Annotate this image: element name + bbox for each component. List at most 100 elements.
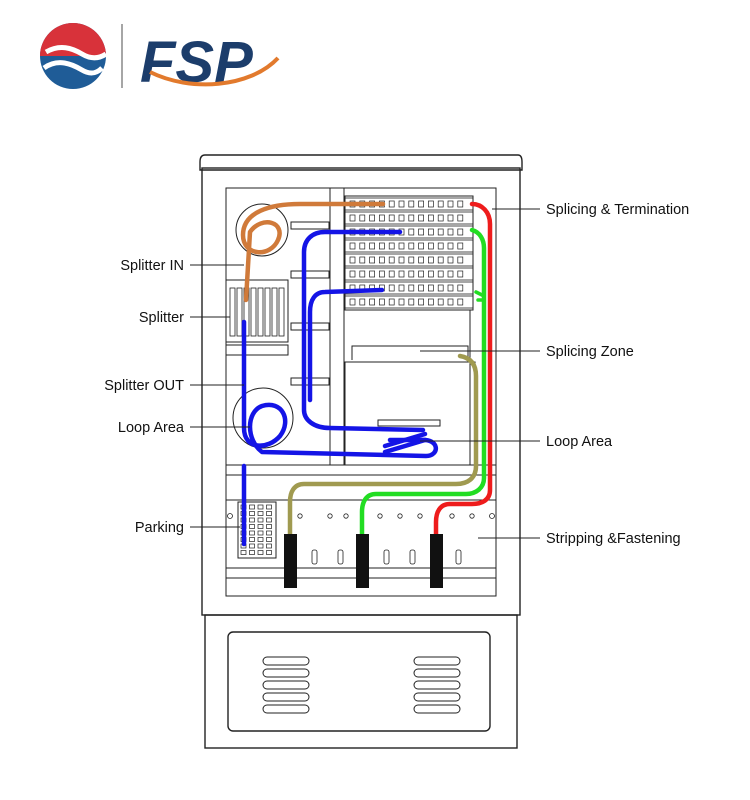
fastening-slot: [455, 549, 462, 565]
adapter-port: [408, 228, 415, 236]
adapter-port: [408, 214, 415, 222]
splitter-slot: [264, 287, 271, 337]
adapter-port: [359, 270, 366, 278]
adapter-port: [447, 270, 454, 278]
adapter-port: [428, 200, 434, 208]
splitter-slot: [236, 287, 243, 337]
label-loop-area-right: Loop Area: [546, 434, 613, 450]
loop-reels: [232, 203, 294, 449]
cable-olive: [287, 353, 479, 539]
adapter-port: [457, 284, 464, 292]
parking-port: [266, 524, 272, 529]
parking-port: [257, 550, 264, 555]
parking-port: [249, 524, 255, 529]
parking-port: [249, 537, 255, 542]
adapter-port: [418, 242, 424, 250]
adapter-port: [379, 214, 385, 222]
fastening-slot: [383, 549, 390, 565]
adapter-port: [349, 298, 356, 306]
adapter-row: [344, 211, 474, 225]
adapter-row: [344, 239, 474, 253]
cable-orange: [240, 201, 386, 303]
adapter-port: [408, 256, 415, 264]
adapter-port: [408, 242, 415, 250]
parking-port: [266, 517, 272, 523]
parking-port: [257, 530, 264, 536]
splitter-slot: [278, 287, 285, 337]
adapter-port: [437, 242, 444, 250]
splitter-module: [225, 279, 289, 356]
mounting-hole: [489, 513, 495, 519]
parking-port: [266, 530, 272, 536]
parking-port: [266, 511, 272, 516]
adapter-port: [388, 256, 395, 264]
adapter-port: [437, 228, 444, 236]
adapter-port: [369, 298, 375, 306]
parking-port: [266, 537, 272, 542]
adapter-port: [447, 242, 454, 250]
adapter-port: [359, 242, 366, 250]
adapter-port: [349, 256, 356, 264]
label-splitter-out: Splitter OUT: [104, 378, 184, 394]
adapter-port: [369, 242, 375, 250]
adapter-port: [418, 270, 424, 278]
parking-port: [240, 550, 247, 555]
parking-port: [257, 511, 264, 516]
splitter-slot: [229, 287, 236, 337]
adapter-port: [379, 298, 385, 306]
adapter-row: [344, 253, 474, 267]
adapter-row: [344, 281, 474, 295]
callout-leaders: [190, 208, 540, 539]
cable-blue-upper: [301, 229, 426, 433]
adapter-port: [379, 270, 385, 278]
adapter-port: [369, 256, 375, 264]
adapter-port: [437, 270, 444, 278]
adapter-port: [398, 270, 405, 278]
ventilation-slots-right: [413, 656, 461, 714]
cable-blue-lower: [307, 287, 385, 403]
adapter-port: [418, 298, 424, 306]
adapter-port: [408, 298, 415, 306]
adapter-port: [408, 284, 415, 292]
label-splicing-termination: Splicing & Termination: [546, 202, 689, 218]
brand-logo: FSP: [40, 23, 280, 95]
adapter-port: [418, 228, 424, 236]
adapter-port: [359, 256, 366, 264]
adapter-port: [418, 284, 424, 292]
cable-blue-splitter-out: [241, 319, 438, 459]
mounting-hole: [377, 513, 383, 519]
adapter-port: [359, 298, 366, 306]
cable-green-branch: [474, 290, 486, 302]
adapter-port: [388, 242, 395, 250]
label-stripping-fastening: Stripping &Fastening: [546, 531, 681, 547]
adapter-port: [447, 228, 454, 236]
mounting-hole: [469, 513, 475, 519]
adapter-port: [428, 242, 434, 250]
splitter-slot: [250, 287, 257, 337]
adapter-port: [388, 270, 395, 278]
label-parking: Parking: [135, 520, 184, 536]
adapter-port: [447, 214, 454, 222]
adapter-port: [428, 256, 434, 264]
adapter-port: [349, 242, 356, 250]
adapter-row: [344, 267, 474, 281]
adapter-port: [369, 214, 375, 222]
mounting-hole: [417, 513, 423, 519]
adapter-port: [428, 298, 434, 306]
adapter-port: [447, 200, 454, 208]
adapter-port: [457, 228, 464, 236]
adapter-port: [408, 270, 415, 278]
mounting-hole: [297, 513, 303, 519]
adapter-port: [398, 242, 405, 250]
adapter-port: [437, 214, 444, 222]
adapter-port: [388, 298, 395, 306]
adapter-port: [398, 298, 405, 306]
adapter-port: [457, 270, 464, 278]
adapter-port: [457, 214, 464, 222]
parking-port: [257, 524, 264, 529]
adapter-port: [379, 256, 385, 264]
parking-port: [249, 550, 255, 555]
fastening-slot: [409, 549, 416, 565]
mounting-hole: [327, 513, 333, 519]
